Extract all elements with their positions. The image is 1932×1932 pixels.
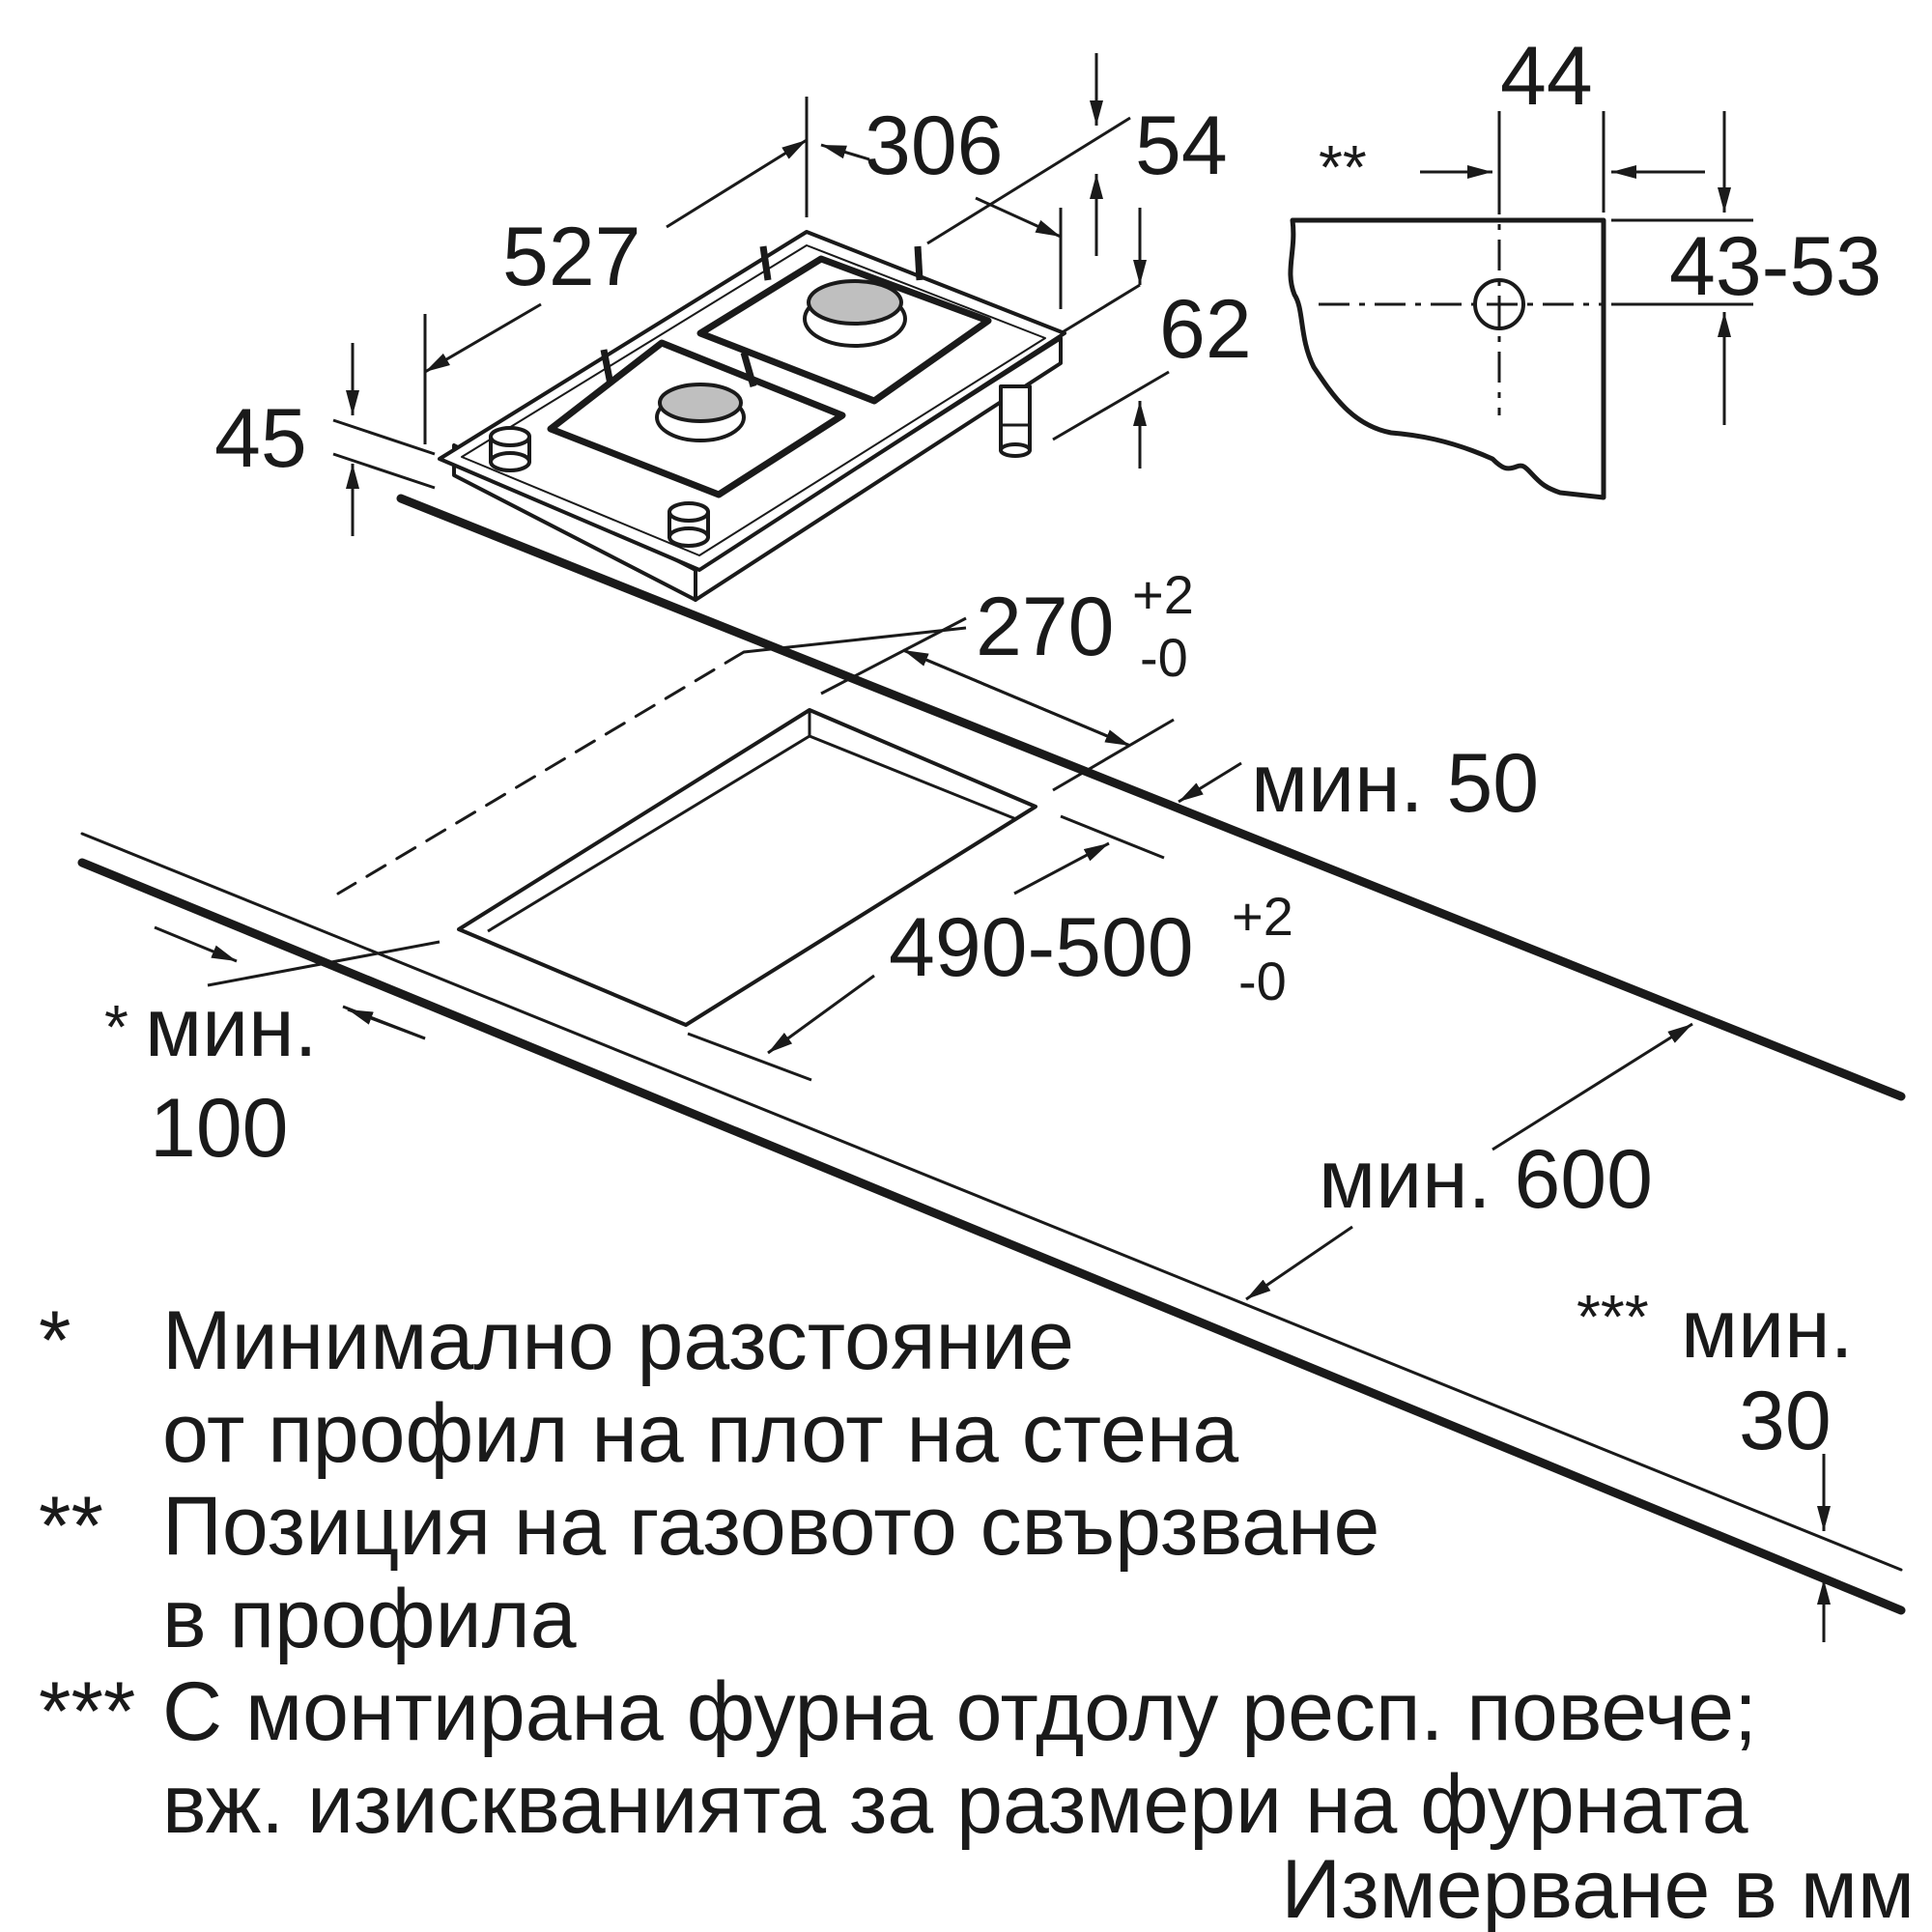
ext-45-bottom	[332, 452, 436, 490]
ext-270-left	[743, 626, 967, 654]
footnote-1-line-2: от профил на плот на стена	[162, 1387, 1239, 1480]
footnote-3-line-1: С монтирана фурна отдолу респ. повече;	[162, 1665, 1757, 1758]
footnote-3-marker: ***	[39, 1665, 136, 1758]
label-270-tol-lower: -0	[1140, 627, 1188, 688]
dim-270-end	[902, 648, 1131, 748]
label-490-500: 490-500	[889, 901, 1194, 994]
dim-490-lower	[767, 974, 875, 1055]
label-44: 44	[1500, 30, 1593, 123]
profile-outline	[1288, 217, 1606, 500]
arrow-min100-left	[154, 925, 238, 963]
footnote-2-marker: **	[39, 1480, 103, 1573]
label-min100-label: мин.	[145, 981, 318, 1074]
label-490-tol-lower: -0	[1238, 951, 1287, 1011]
label-54: 54	[1135, 99, 1228, 192]
label-43-53: 43-53	[1669, 220, 1882, 313]
profile-detail	[1288, 111, 1753, 500]
burner-front-cap	[658, 383, 743, 423]
hob	[438, 230, 1066, 602]
footnote-3-line-2: вж. изискванията за размери на фурната	[162, 1758, 1748, 1851]
dim-527-leader	[666, 138, 808, 229]
ext-min100-left	[207, 940, 440, 987]
hob-top-plate	[438, 230, 1066, 572]
grate-rear	[696, 255, 992, 405]
gas-connection	[999, 384, 1032, 458]
label-45: 45	[214, 392, 307, 485]
footnote-2-line-1: Позиция на газовото свързване	[162, 1480, 1380, 1573]
dimension-labels: 527 306 54 62 45 44 ** 43-53 270 +2 -0 м…	[104, 30, 1882, 1467]
ext-270-b	[1052, 718, 1175, 792]
gas-connection-marker	[1473, 278, 1525, 330]
label-min50: мин. 50	[1251, 737, 1539, 830]
ext-490-top	[1060, 814, 1165, 860]
label-306: 306	[865, 99, 1004, 192]
label-profile-marker: **	[1319, 132, 1367, 202]
label-min100-value: 100	[150, 1082, 289, 1175]
worktop-front-bottom-edge	[77, 858, 1906, 1615]
footnote-2-line-2: в профила	[162, 1573, 577, 1665]
dim-490-upper	[1013, 841, 1110, 895]
ext-54-top	[926, 116, 1131, 245]
burner-rear-cap	[807, 279, 903, 326]
grate-front	[547, 339, 846, 498]
label-527: 527	[502, 211, 641, 303]
hob-dimensions	[332, 53, 1170, 536]
worktop-front-top-edge	[80, 832, 1903, 1572]
ext-54-bottom	[1060, 283, 1141, 335]
label-270-tol-upper: +2	[1132, 564, 1194, 625]
worktop-dashed-reference	[336, 650, 746, 895]
ext-62-bottom	[1052, 370, 1170, 441]
label-min30-marker: ***	[1577, 1282, 1649, 1351]
arrow-min50	[1178, 761, 1242, 804]
dim-600-lower	[1245, 1225, 1353, 1301]
knob-left	[489, 426, 531, 472]
label-490-tol-upper: +2	[1232, 886, 1293, 947]
worktop-back-edge	[396, 494, 1906, 1101]
cutout-inner-edge	[809, 734, 1017, 821]
cutout-inner-edge-2	[487, 710, 811, 933]
ext-270-a	[820, 616, 967, 696]
cutout	[457, 708, 1037, 1027]
label-62: 62	[1159, 283, 1252, 376]
ext-490-bottom	[687, 1032, 812, 1082]
knob-right	[668, 501, 710, 548]
units-note: Измерване в мм	[1281, 1843, 1915, 1932]
hob-top-plate-inner	[461, 244, 1046, 556]
label-270: 270	[976, 581, 1115, 673]
dim-600-upper	[1492, 1022, 1693, 1151]
dim-54-leader	[975, 196, 1062, 239]
grate-rear-bar-2	[914, 245, 923, 281]
footnote-1-line-1: Минимално разстояние	[162, 1294, 1074, 1387]
ext-45-top	[332, 418, 436, 456]
dim-527-leader-lower	[424, 302, 542, 374]
worktop	[77, 494, 1906, 1615]
grate-front-bar	[600, 349, 614, 385]
label-min600: мин. 600	[1319, 1133, 1653, 1226]
grate-rear-bar	[759, 245, 772, 281]
label-min100-marker: *	[104, 992, 128, 1062]
hob-side	[694, 336, 1063, 602]
label-min30-label: мин.	[1681, 1283, 1854, 1376]
cutout-outline	[457, 708, 1037, 1027]
grate-front-bar-2	[740, 352, 757, 387]
dim-306-leader	[820, 143, 870, 161]
arrow-min100-right	[347, 1008, 426, 1040]
cutout-dimensions	[154, 616, 1831, 1642]
footnote-1-marker: *	[39, 1294, 71, 1387]
label-min30-value: 30	[1739, 1375, 1832, 1467]
